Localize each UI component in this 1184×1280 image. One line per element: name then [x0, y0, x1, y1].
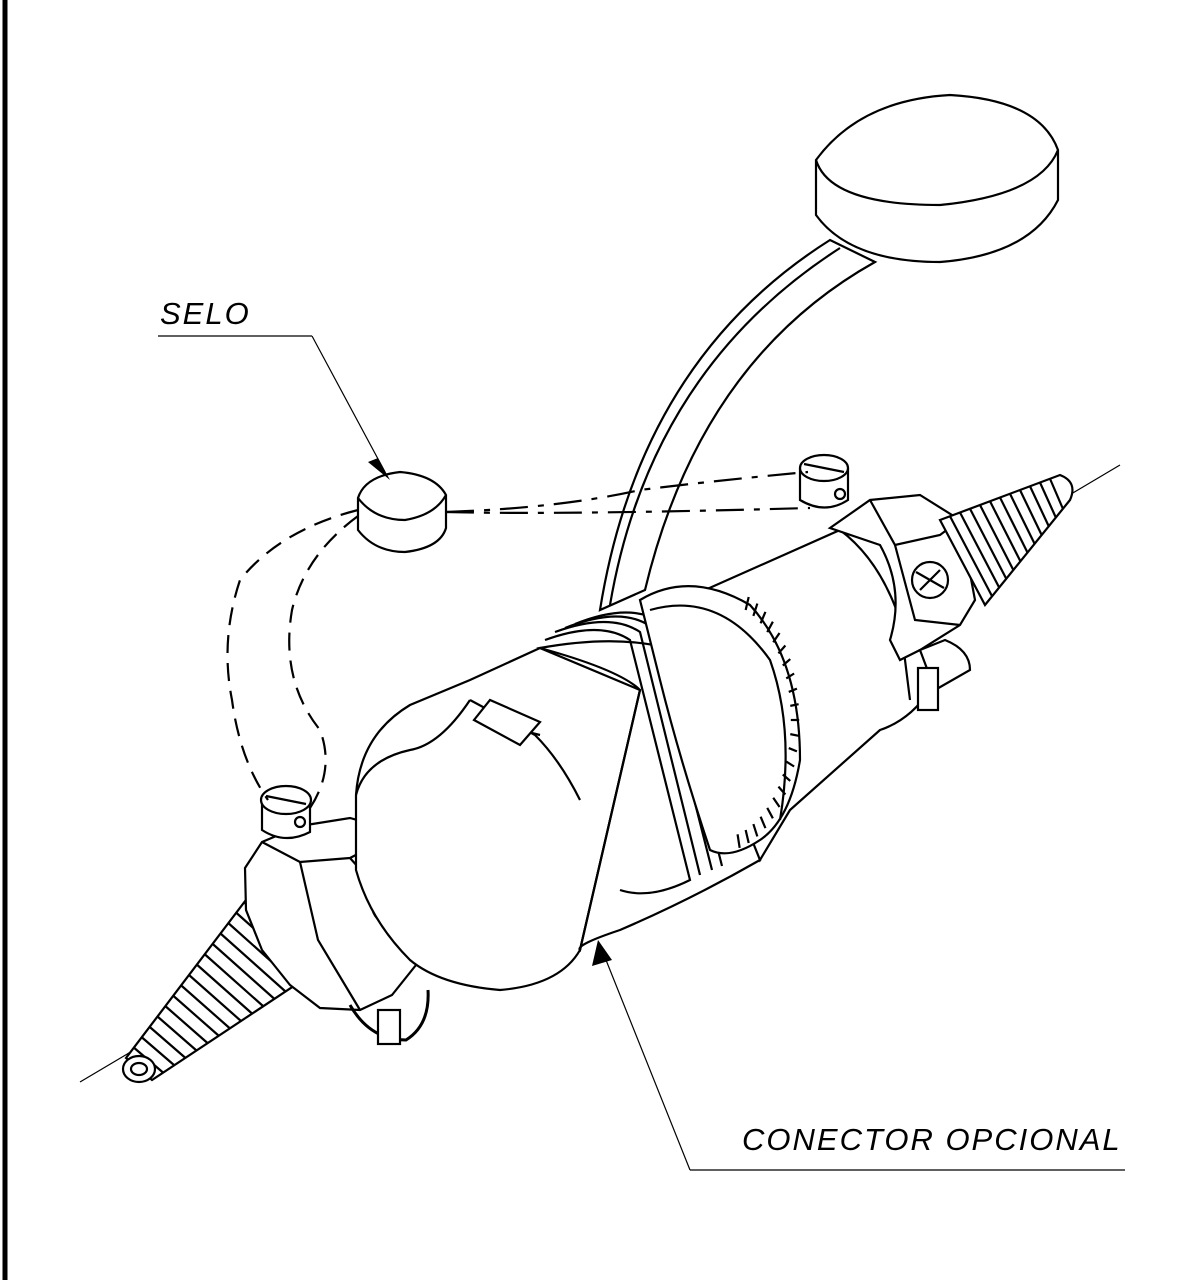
sensor-disc: [814, 93, 1060, 264]
seal-leader: [158, 335, 390, 480]
knurl-tooth: [744, 829, 750, 844]
cone-rib: [1009, 493, 1036, 545]
knurl-tooth: [782, 658, 791, 667]
cone-rib: [979, 504, 1015, 571]
knurl-tooth: [790, 733, 799, 737]
knurl-tooth: [788, 687, 798, 693]
cone-rib: [219, 932, 287, 993]
knurl-tooth: [788, 747, 798, 753]
seal-label: SELO: [160, 296, 251, 331]
cone-rib: [196, 963, 253, 1015]
knurl-tooth: [785, 672, 795, 680]
knurl-tooth: [759, 611, 767, 624]
cone-rib: [172, 994, 220, 1037]
cone-rib: [1029, 485, 1050, 527]
sensor-arm: [598, 238, 878, 612]
knurl-tooth: [744, 596, 750, 611]
knurl-tooth: [766, 621, 774, 633]
knurl-tooth: [785, 760, 795, 768]
knurl-tooth: [759, 816, 767, 829]
cone-rib: [164, 1005, 209, 1044]
cone-rib: [204, 953, 264, 1008]
cone-rib: [180, 984, 231, 1030]
right-seal-screw: [798, 453, 850, 509]
seal-body: [356, 470, 448, 554]
cone-rib: [188, 974, 242, 1022]
knurl-tooth: [772, 797, 781, 808]
knurl-tooth: [752, 823, 759, 837]
knurled-ring: [638, 585, 802, 855]
knurl-tooth: [766, 807, 774, 819]
cone-rib: [969, 508, 1008, 580]
knurl-tooth: [777, 644, 787, 655]
cone-rib: [999, 497, 1029, 553]
cone-rib: [1048, 478, 1064, 510]
cone-rib: [156, 1015, 198, 1052]
cone-rib: [959, 511, 1001, 589]
seal-wire: [226, 470, 811, 809]
cone-rib: [211, 943, 276, 1000]
cone-rib: [949, 515, 994, 597]
right-threaded-cone: [938, 473, 1074, 607]
knurl-tooth: [790, 703, 799, 707]
connector-label: CONECTOR OPCIONAL: [742, 1122, 1122, 1157]
cone-rib: [1038, 482, 1057, 518]
cone-rib: [1019, 489, 1043, 536]
connector-leader: [592, 940, 1125, 1171]
knurl-tooth: [752, 603, 759, 617]
left-seal-screw: [259, 784, 313, 840]
knurl-tooth: [772, 632, 781, 643]
cone-rib: [989, 500, 1022, 562]
knurl-tooth: [736, 834, 741, 849]
cone-rib: [148, 1026, 187, 1059]
cone-rib: [141, 1036, 175, 1067]
